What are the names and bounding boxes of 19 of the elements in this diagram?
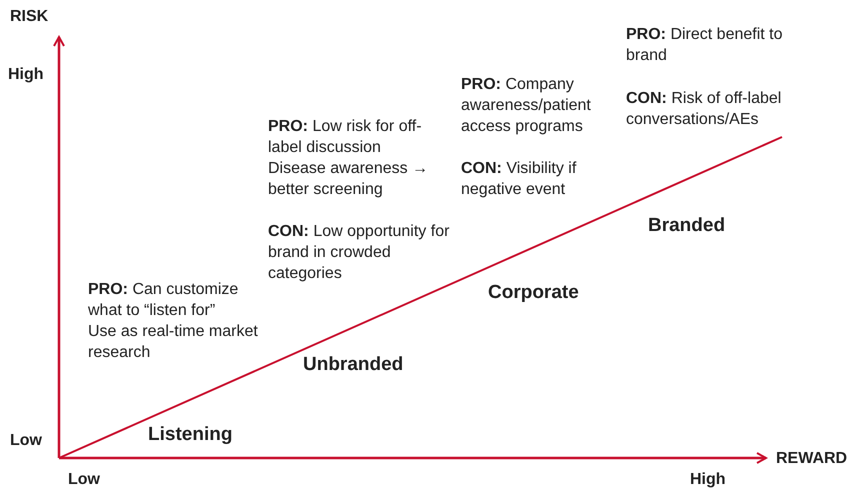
pro-note: PRO: Company awareness/patient access programs — [461, 75, 592, 137]
axis-title: REWARD — [776, 449, 848, 469]
con-note: CON: Visibility if negative event — [461, 159, 578, 200]
stage-label: Unbranded — [303, 354, 404, 375]
stage-label: Listening — [148, 424, 232, 445]
stage-label: Corporate — [488, 282, 579, 303]
pro-note: PRO: Low risk for off-label discussion — [268, 117, 423, 158]
axis-tick-label: Low — [10, 431, 42, 451]
axis-tick-label: High — [690, 470, 726, 489]
axis-title: RISK — [10, 7, 48, 27]
note: Use as real-time market research — [88, 322, 258, 363]
con-note: CON: Low opportunity for brand in crowded categories — [268, 222, 450, 284]
con-note: CON: Risk of off-label conversations/AEs — [626, 89, 782, 130]
pro-note: PRO: Direct benefit to brand — [626, 25, 784, 66]
note: Disease awareness → better screening — [268, 159, 430, 200]
stage-label: Branded — [648, 215, 726, 236]
pro-note: PRO: Can customize what to “listen for” — [88, 280, 240, 321]
axis-tick-label: Low — [68, 470, 100, 489]
axis-tick-label: High — [8, 65, 44, 85]
